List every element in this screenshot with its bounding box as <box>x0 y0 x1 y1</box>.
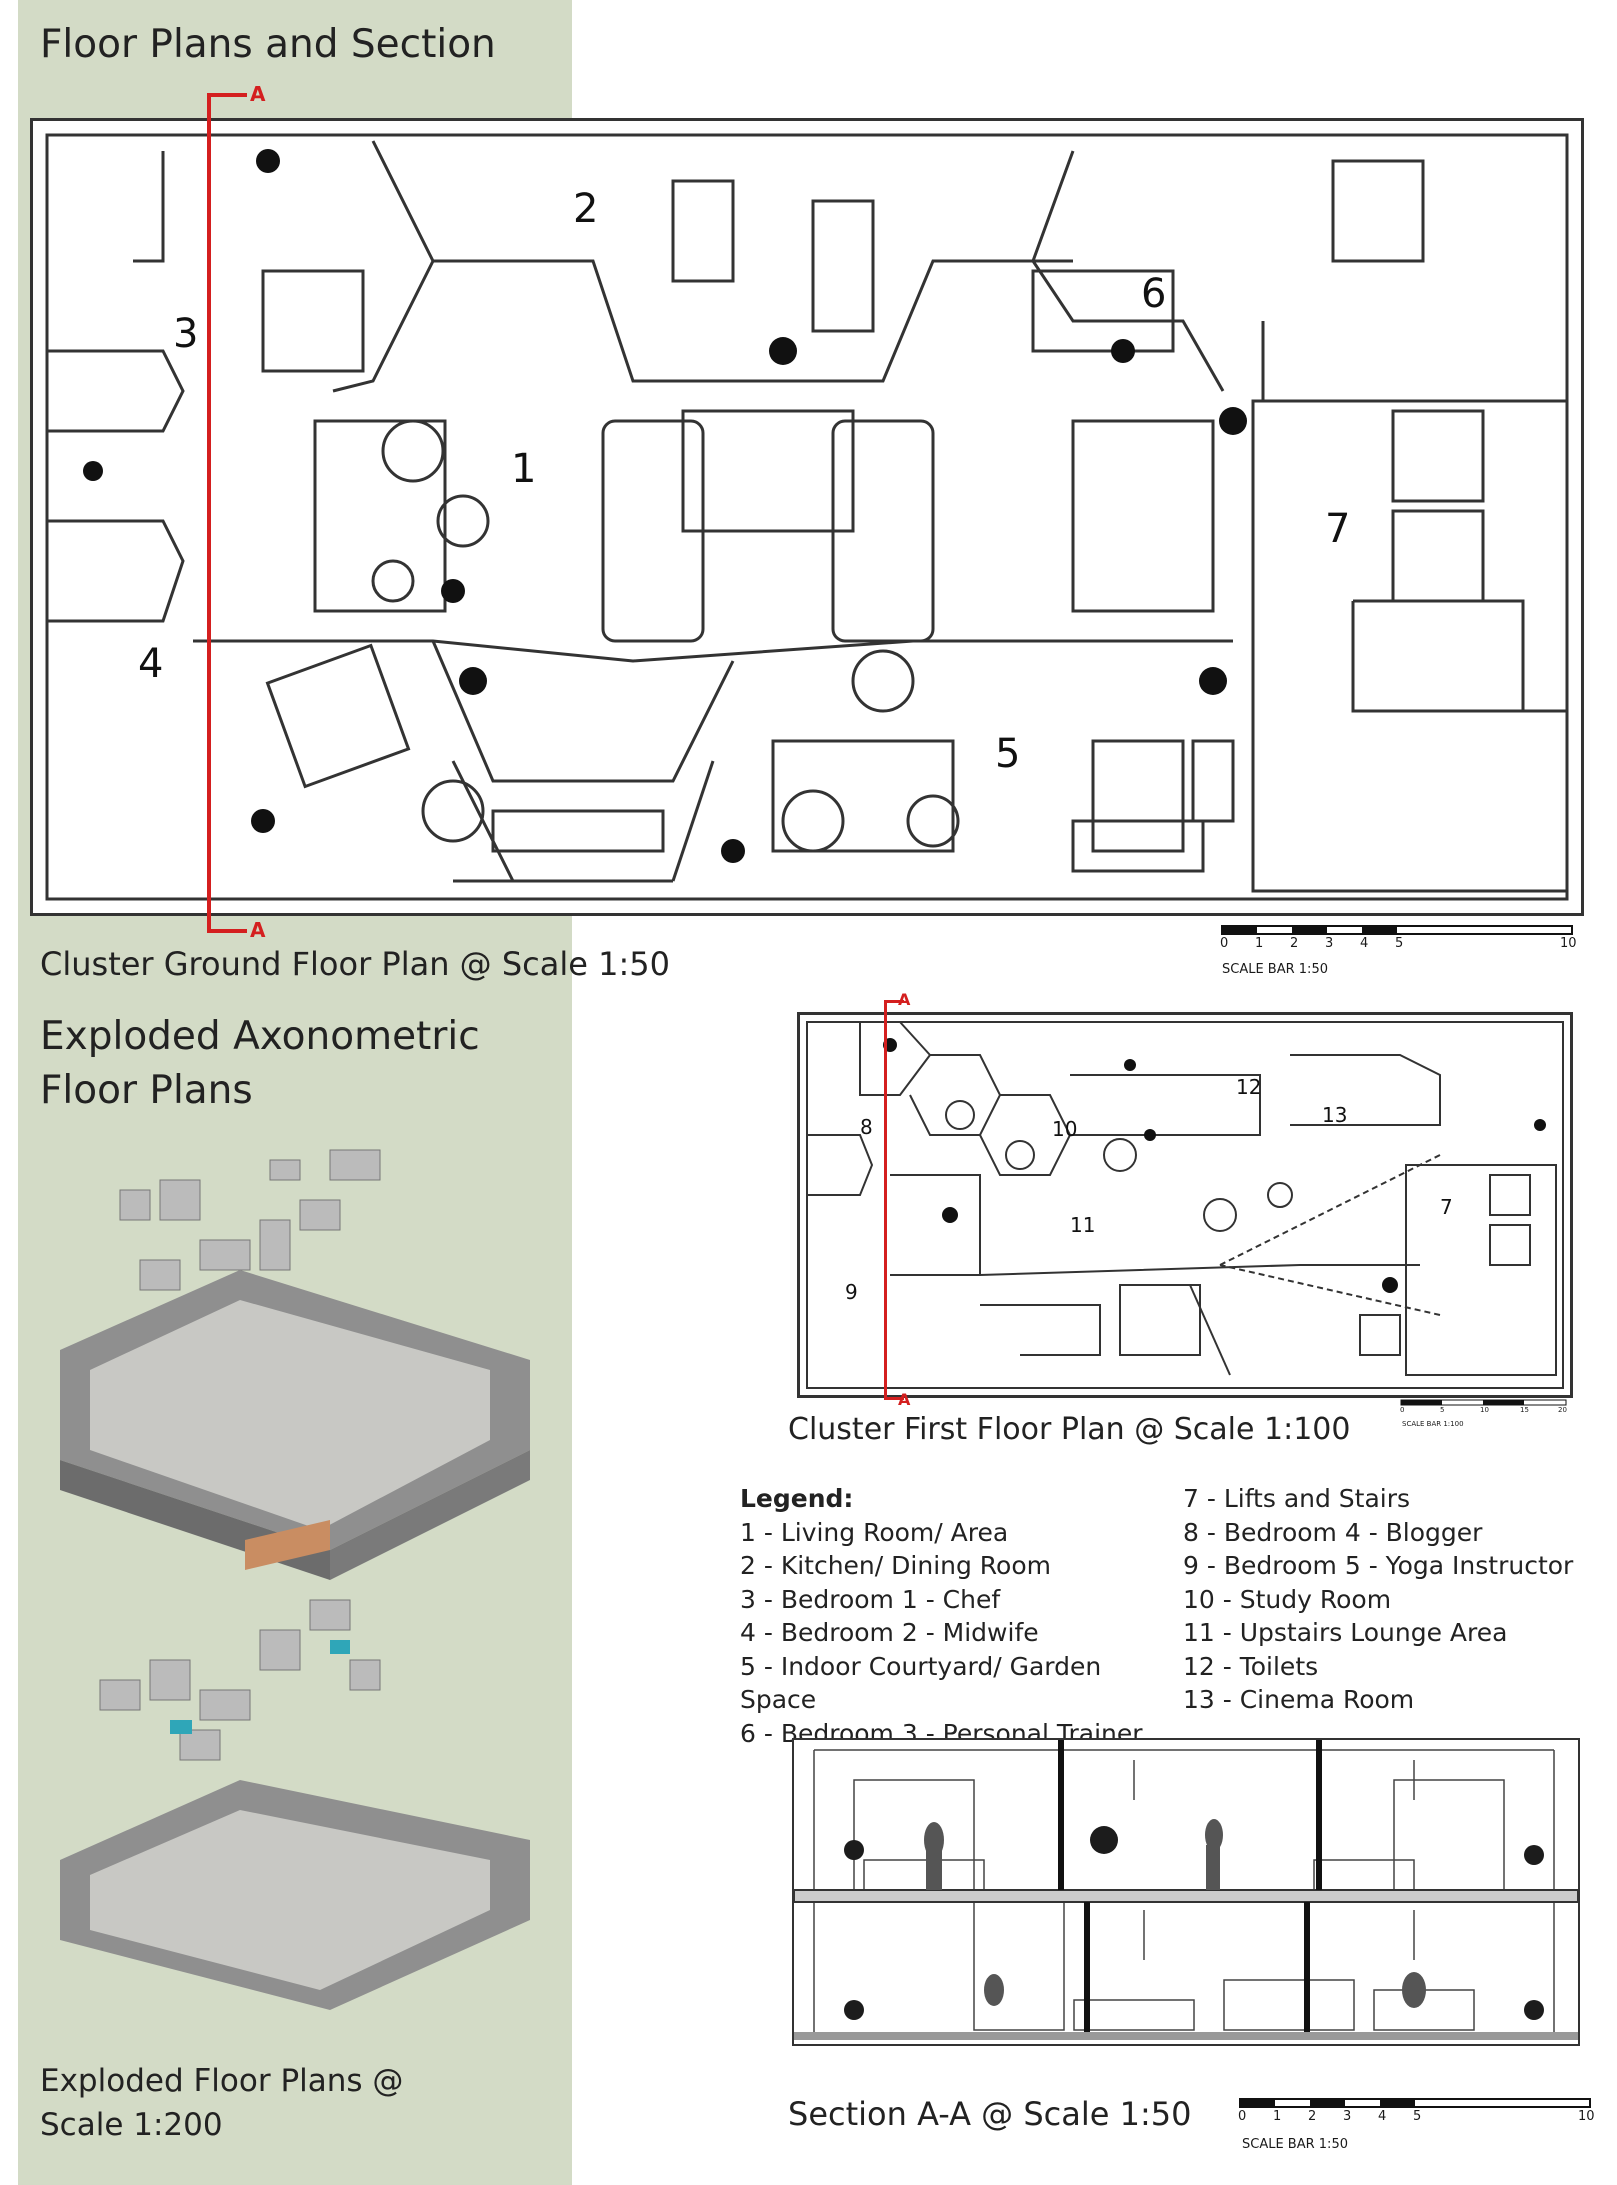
exploded-heading-line2: Floor Plans <box>40 1068 253 1113</box>
scale-tick: 5 <box>1440 1406 1445 1414</box>
scale-tick: 5 <box>1395 936 1404 951</box>
room-number: 3 <box>173 311 199 357</box>
section-line-cap <box>207 929 247 933</box>
section-drawing <box>792 1738 1580 2046</box>
legend-title: Legend: <box>740 1484 854 1513</box>
legend-item: 2 - Kitchen/ Dining Room <box>740 1551 1051 1580</box>
scale-tick: 0 <box>1220 936 1229 951</box>
scale-bar-label: SCALE BAR 1:50 <box>1242 2137 1348 2152</box>
scale-bar-label: SCALE BAR 1:50 <box>1222 962 1328 977</box>
legend-item: 12 - Toilets <box>1183 1651 1319 1681</box>
page-title: Floor Plans and Section <box>40 22 496 67</box>
scale-tick: 20 <box>1558 1406 1567 1414</box>
scale-bar-first: 0 5 10 15 20 SCALE BAR 1:100 <box>1400 1398 1570 1434</box>
legend-item: 10 - Study Room <box>1183 1584 1392 1614</box>
scale-tick: 3 <box>1325 936 1334 951</box>
ground-plan-caption: Cluster Ground Floor Plan @ Scale 1:50 <box>40 945 670 983</box>
room-number: 13 <box>1322 1103 1348 1127</box>
legend-item: 9 - Bedroom 5 - Yoga Instructor <box>1183 1551 1574 1580</box>
first-floor-plan: 8 9 10 11 12 13 7 <box>797 1012 1573 1398</box>
room-number: 9 <box>845 1280 858 1304</box>
exploded-axonometric-drawing <box>60 1149 530 2010</box>
section-marker-label: A <box>250 82 266 106</box>
section-marker-label: A <box>898 990 911 1009</box>
legend-item: 5 - Indoor Courtyard/ Garden Space <box>740 1651 1102 1715</box>
scale-tick: 5 <box>1413 2109 1422 2124</box>
scale-tick: 10 <box>1480 1406 1489 1414</box>
room-number: 2 <box>573 186 599 232</box>
section-line-cap <box>207 93 247 97</box>
scale-tick: 4 <box>1378 2109 1387 2124</box>
exploded-heading-line1: Exploded Axonometric <box>40 1014 480 1059</box>
section-line-first <box>884 1000 887 1400</box>
exploded-caption-line2: Scale 1:200 <box>40 2107 223 2143</box>
legend-item: 7 - Lifts and Stairs <box>1183 1484 1411 1513</box>
room-number: 10 <box>1052 1117 1078 1141</box>
scale-tick: 0 <box>1400 1406 1405 1414</box>
section-line-ground <box>207 93 211 933</box>
ground-floor-plan: 2 1 3 4 5 6 7 <box>30 118 1584 916</box>
scale-tick: 10 <box>1560 936 1577 951</box>
scale-tick: 10 <box>1578 2109 1595 2124</box>
room-number: 7 <box>1440 1195 1453 1219</box>
scale-tick: 1 <box>1273 2109 1282 2124</box>
section-caption: Section A-A @ Scale 1:50 <box>788 2095 1192 2133</box>
scale-bar-ground: 0 1 2 3 4 5 10 SCALE BAR 1:50 <box>1220 922 1580 982</box>
scale-tick: 0 <box>1238 2109 1247 2124</box>
scale-bar-label: SCALE BAR 1:100 <box>1402 1420 1464 1428</box>
room-number: 11 <box>1070 1213 1096 1237</box>
scale-tick: 1 <box>1255 936 1264 951</box>
room-number: 1 <box>511 446 537 492</box>
legend-item: 13 - Cinema Room <box>1183 1685 1415 1714</box>
room-number: 12 <box>1236 1075 1262 1099</box>
room-number: 6 <box>1141 271 1167 317</box>
legend-item: 11 - Upstairs Lounge Area <box>1183 1618 1508 1647</box>
legend: Legend: 1 - Living Room/ Area 2 - Kitche… <box>740 1482 1160 1750</box>
scale-tick: 4 <box>1360 936 1369 951</box>
legend-item: 8 - Bedroom 4 - Blogger <box>1183 1517 1483 1547</box>
room-number: 4 <box>138 641 164 687</box>
legend-item: 1 - Living Room/ Area <box>740 1517 1009 1547</box>
room-number: 8 <box>860 1115 873 1139</box>
legend-item: 4 - Bedroom 2 - Midwife <box>740 1618 1039 1647</box>
scale-tick: 2 <box>1290 936 1299 951</box>
first-plan-caption: Cluster First Floor Plan @ Scale 1:100 <box>788 1412 1351 1447</box>
section-line-cap <box>884 1000 904 1003</box>
section-drawing-art <box>794 1740 1578 2040</box>
first-plan-drawing <box>806 1021 1564 1389</box>
scale-bar-section: 0 1 2 3 4 5 10 SCALE BAR 1:50 <box>1238 2095 1598 2157</box>
scale-tick: 15 <box>1520 1406 1529 1414</box>
exploded-caption-line1: Exploded Floor Plans @ <box>40 2063 404 2099</box>
legend-item: 3 - Bedroom 1 - Chef <box>740 1584 1001 1614</box>
scale-tick: 3 <box>1343 2109 1352 2124</box>
scale-tick: 2 <box>1308 2109 1317 2124</box>
section-marker-label: A <box>898 1390 911 1409</box>
section-marker-label: A <box>250 918 266 942</box>
room-number: 7 <box>1325 506 1351 552</box>
legend-column-2: 7 - Lifts and Stairs 8 - Bedroom 4 - Blo… <box>1183 1482 1603 1717</box>
room-number: 5 <box>995 731 1021 777</box>
ground-plan-drawing <box>45 133 1569 901</box>
section-line-cap <box>884 1397 904 1400</box>
